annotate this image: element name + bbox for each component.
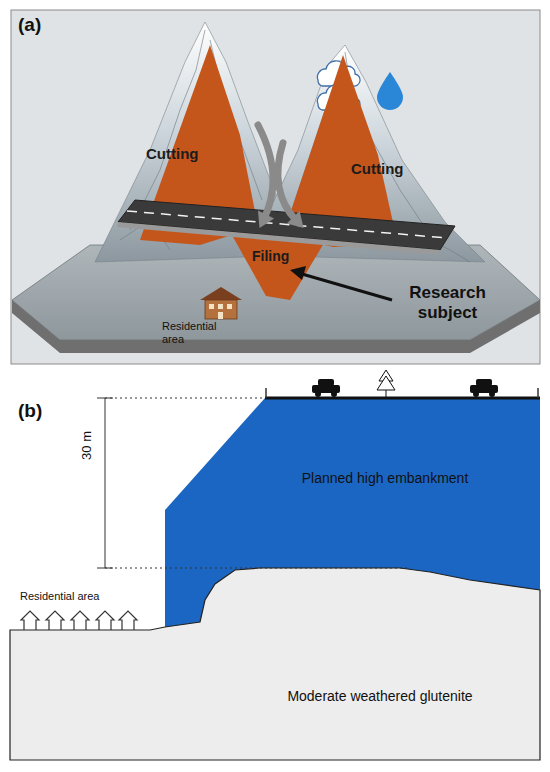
house-windows [209, 304, 232, 319]
filling-zone: Filing [228, 228, 333, 300]
road-surface [265, 397, 540, 400]
panel-tag: (b) [18, 400, 58, 422]
area-label: Residential area [20, 590, 150, 603]
area-label: Residential area [162, 320, 234, 345]
node-shape [283, 55, 398, 250]
node-outline [140, 45, 258, 245]
callout-text: Research subject [385, 283, 510, 322]
panel-frame [11, 10, 540, 364]
pointer-arrow [302, 274, 392, 300]
mountain [95, 22, 305, 262]
road-marking [127, 211, 447, 238]
cutting-zone: Cutting [140, 45, 258, 245]
house-body [205, 300, 237, 319]
cutting-zone: Cutting [283, 55, 398, 250]
node-label: Cutting [146, 145, 226, 162]
node-outline [10, 568, 540, 760]
dimension-line [97, 398, 113, 568]
node-label: Filing [252, 248, 322, 264]
car-icon [312, 379, 340, 397]
road-edge [117, 222, 440, 255]
dimension-text: 30 m [79, 431, 94, 460]
car-icon [470, 379, 498, 397]
flow-arrow [258, 125, 274, 228]
extension-line [105, 398, 410, 568]
water-drop [377, 72, 403, 110]
flow-arrow [278, 143, 304, 228]
flow-arrow-head [258, 211, 274, 228]
node-label: Moderate weathered glutenite [265, 688, 495, 704]
node-outline [283, 55, 398, 247]
node-outline [228, 228, 333, 300]
node-label: Planned high embankment [285, 470, 485, 486]
guard-posts [266, 388, 538, 398]
panel-tag: (a) [18, 14, 58, 36]
pointer-arrow-head [290, 266, 306, 280]
rock-streaks [120, 30, 470, 262]
house-symbol [21, 611, 137, 630]
flow-arrow-line [258, 125, 273, 219]
road [118, 200, 455, 250]
house-roof [200, 287, 242, 300]
tree-icon [377, 370, 395, 397]
flow-arrow-head [287, 211, 304, 228]
node-label: Cutting [351, 160, 431, 177]
flow-arrow-line [278, 143, 297, 221]
